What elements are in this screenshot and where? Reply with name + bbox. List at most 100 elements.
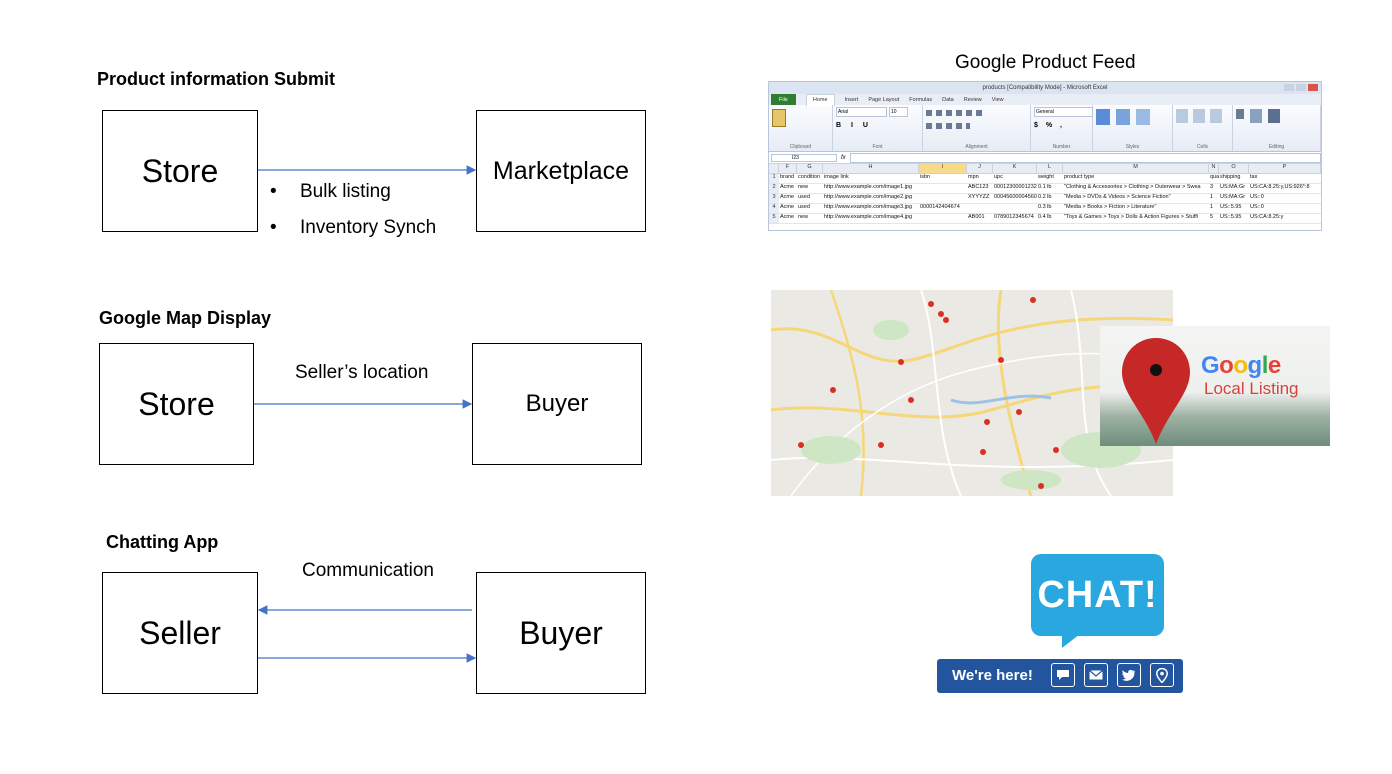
store-box-2: Store (99, 343, 254, 465)
table-cell: condition (798, 174, 821, 180)
fx-icon: fx (841, 154, 846, 161)
align-icons (926, 110, 986, 116)
table-cell: 1 (1210, 194, 1214, 200)
group-editing: Editing (1233, 105, 1321, 151)
chat-icon[interactable] (1051, 663, 1075, 687)
column-header: F (779, 164, 797, 173)
table-cell: http://www.example.com/image2.jpg (824, 194, 913, 200)
table-cell: 1 (1210, 204, 1214, 210)
bullet-dot: • (270, 217, 277, 238)
column-header: M (1063, 164, 1209, 173)
table-cell: US::0 (1250, 194, 1264, 200)
table-cell: US::5.95 (1220, 204, 1242, 210)
column-header: G (797, 164, 823, 173)
group-label: Cells (1196, 144, 1209, 150)
group-label: Alignment (965, 144, 988, 150)
column-header: H (823, 164, 919, 173)
table-cell: 0.1 lb (1038, 184, 1052, 190)
bullet-bulk-listing: • Bulk listing (270, 181, 391, 203)
table-cell: tax (1250, 174, 1258, 180)
row-number: 3 (769, 194, 779, 203)
table-cell: used (798, 194, 810, 200)
row-number: 5 (769, 214, 779, 223)
tab-formulas: Formulas (909, 96, 933, 103)
table-cell: US:CA:8.25:y,US:926*:8 (1250, 184, 1310, 190)
table-cell: 0789012345674 (994, 214, 1034, 220)
bullet-dot: • (270, 181, 277, 202)
excel-screenshot: products [Compatibility Mode] - Microsof… (768, 81, 1322, 231)
table-cell: 0.4 lb (1038, 214, 1052, 220)
table-cell: Acme (780, 214, 795, 220)
table-cell: brand (780, 174, 795, 180)
marketplace-box-label: Marketplace (492, 156, 630, 185)
google-letter: o (1219, 352, 1234, 379)
buyer-box-2: Buyer (476, 572, 646, 694)
table-cell: shipping (1220, 174, 1241, 180)
tab-page-layout: Page Layout (868, 96, 900, 103)
table-cell: "Media > Books > Fiction > Literature" (1064, 204, 1157, 210)
excel-titlebar: products [Compatibility Mode] - Microsof… (769, 82, 1321, 94)
cells-icons (1176, 109, 1229, 123)
table-cell: 5 (1210, 214, 1214, 220)
table-cell: "Toys & Games > Toys > Dolls & Action Fi… (1064, 214, 1198, 220)
font-size-box: 10 (889, 107, 908, 117)
table-cell: "Clothing & Accessories > Clothing > Out… (1064, 184, 1201, 190)
google-letter: G (1201, 352, 1220, 379)
group-cells: Cells (1173, 105, 1233, 151)
table-cell: new (798, 214, 809, 220)
align-icons-2 (926, 123, 970, 129)
table-cell: upc (994, 174, 1003, 180)
column-header: L (1037, 164, 1063, 173)
bullet-text: Bulk listing (300, 181, 391, 202)
table-cell: AB001 (968, 214, 985, 220)
table-cell: product type (1064, 174, 1095, 180)
bullet-inventory-synch: •Inventory Synch (270, 217, 436, 239)
number-buttons: $ % , (1034, 122, 1065, 129)
table-cell: XYYYZZ (968, 194, 990, 200)
section2-heading: Google Map Display (99, 308, 272, 328)
table-cell: http://www.example.com/image3.jpg (824, 204, 913, 210)
editing-icons (1236, 109, 1317, 123)
close-icon (1308, 84, 1318, 91)
google-wordmark: Google (1201, 352, 1281, 380)
feed-caption: Google Product Feed (955, 52, 1136, 73)
maximize-icon (1296, 84, 1306, 91)
paste-icon (772, 109, 786, 127)
table-cell: 0.2 lb (1038, 194, 1052, 200)
column-header: I (919, 164, 967, 173)
mail-icon[interactable] (1084, 663, 1108, 687)
group-label: Editing (1268, 144, 1285, 150)
minimize-icon (1284, 84, 1294, 91)
seller-box: Seller (102, 572, 258, 694)
table-cell: Acme (780, 204, 795, 210)
table-cell: 00012300001232 (994, 184, 1037, 190)
twitter-icon[interactable] (1117, 663, 1141, 687)
row-number: 1 (769, 174, 779, 183)
table-cell: "Media > DVDs & Videos > Science Fiction… (1064, 194, 1171, 200)
formula-bar: I23 fx (769, 152, 1321, 164)
group-label: Styles (1125, 144, 1140, 150)
tab-review: Review (963, 96, 982, 103)
column-header: N (1209, 164, 1219, 173)
font-controls: Arial 10 (836, 107, 919, 117)
buyer-box: Buyer (472, 343, 642, 465)
table-cell (967, 204, 993, 213)
chat-bubble-tail (1062, 634, 1080, 648)
column-header: J (967, 164, 993, 173)
table-cell: image link (824, 174, 849, 180)
google-local-listing-image: Google Local Listing (1100, 326, 1330, 446)
google-letter: l (1261, 352, 1269, 379)
location-pin-icon[interactable] (1150, 663, 1174, 687)
table-cell: quant (1210, 174, 1219, 180)
excel-ribbon: Clipboard Arial 10 B I U Font Alignment … (769, 105, 1321, 152)
table-cell: US:MA:Gr (1220, 194, 1246, 200)
table-cell: new (798, 184, 809, 190)
chat-bubble-text: CHAT! (1037, 573, 1158, 616)
table-cell: http://www.example.com/image1.jpg (824, 184, 913, 190)
chat-bubble: CHAT! (1031, 554, 1164, 636)
